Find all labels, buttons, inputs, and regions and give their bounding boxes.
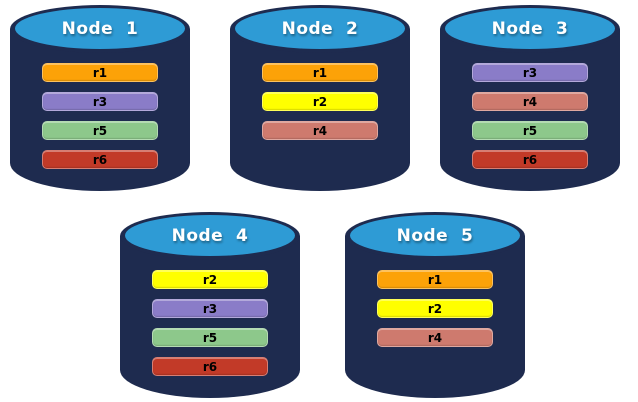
replica-bar: r5 — [42, 121, 158, 140]
replica-bar: r1 — [377, 270, 493, 289]
replica-bar: r3 — [152, 299, 268, 318]
replica-bar: r1 — [42, 63, 158, 82]
replica-label: r2 — [427, 301, 443, 316]
cylinder-top-face: Node 5 — [350, 215, 520, 256]
replica-list: r3 r4 r5 r6 — [440, 63, 620, 169]
node-label: Node 5 — [396, 225, 474, 246]
cylinder-top-face: Node 1 — [15, 8, 185, 49]
node-label: Node 3 — [491, 18, 569, 39]
replica-label: r5 — [92, 123, 108, 138]
replica-bar: r1 — [262, 63, 378, 82]
replica-bar: r6 — [152, 357, 268, 376]
replica-bar: r6 — [42, 150, 158, 169]
cylinder-top-face: Node 3 — [445, 8, 615, 49]
db-node: Node 5 r1 r2 r4 — [345, 212, 525, 398]
cylinder-top: Node 3 — [440, 5, 620, 53]
replica-label: r1 — [427, 272, 443, 287]
replica-label: r4 — [427, 330, 443, 345]
db-node: Node 1 r1 r3 r5 r6 — [10, 5, 190, 191]
replica-list: r1 r2 r4 — [345, 270, 525, 347]
replica-label: r1 — [92, 65, 108, 80]
db-node: Node 2 r1 r2 r4 — [230, 5, 410, 191]
replica-bar: r6 — [472, 150, 588, 169]
replica-label: r4 — [312, 123, 328, 138]
node-label: Node 1 — [61, 18, 139, 39]
replica-label: r6 — [202, 359, 218, 374]
replica-bar: r4 — [262, 121, 378, 140]
replica-list: r1 r2 r4 — [230, 63, 410, 140]
replica-bar: r3 — [472, 63, 588, 82]
replica-bar: r5 — [472, 121, 588, 140]
node-label: Node 4 — [171, 225, 249, 246]
replica-label: r2 — [202, 272, 218, 287]
replica-bar: r3 — [42, 92, 158, 111]
replica-bar: r4 — [377, 328, 493, 347]
replica-label: r5 — [202, 330, 218, 345]
replica-bar: r4 — [472, 92, 588, 111]
node-label: Node 2 — [281, 18, 359, 39]
replica-label: r3 — [92, 94, 108, 109]
db-node: Node 3 r3 r4 r5 r6 — [440, 5, 620, 191]
replica-bar: r5 — [152, 328, 268, 347]
cylinder-top-face: Node 4 — [125, 215, 295, 256]
replica-bar: r2 — [262, 92, 378, 111]
replica-label: r6 — [522, 152, 538, 167]
db-node: Node 4 r2 r3 r5 r6 — [120, 212, 300, 398]
replica-label: r3 — [522, 65, 538, 80]
replica-list: r1 r3 r5 r6 — [10, 63, 190, 169]
cylinder-top: Node 2 — [230, 5, 410, 53]
cylinder-top: Node 4 — [120, 212, 300, 260]
cylinder-top-face: Node 2 — [235, 8, 405, 49]
replica-label: r3 — [202, 301, 218, 316]
replica-bar: r2 — [152, 270, 268, 289]
replica-bar: r2 — [377, 299, 493, 318]
replica-list: r2 r3 r5 r6 — [120, 270, 300, 376]
cylinder-top: Node 5 — [345, 212, 525, 260]
replica-label: r1 — [312, 65, 328, 80]
replica-label: r2 — [312, 94, 328, 109]
replica-label: r6 — [92, 152, 108, 167]
cylinder-top: Node 1 — [10, 5, 190, 53]
replica-label: r5 — [522, 123, 538, 138]
replica-label: r4 — [522, 94, 538, 109]
